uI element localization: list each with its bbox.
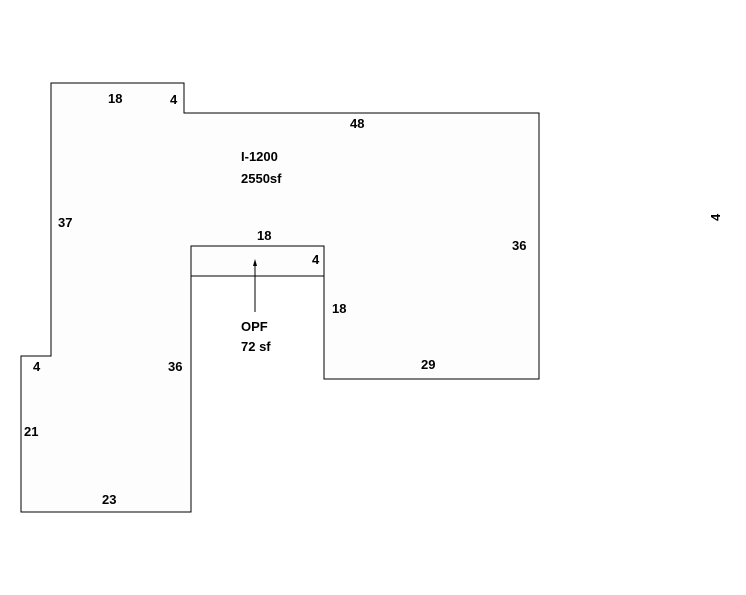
porch-area-size: 72 sf: [241, 339, 271, 354]
dim-left-step: 4: [33, 359, 41, 374]
main-area-code: I-1200: [241, 149, 278, 164]
dim-porch-depth: 4: [312, 252, 320, 267]
dim-porch-top: 18: [257, 228, 271, 243]
main-area-size: 2550sf: [241, 171, 282, 186]
dim-margin-marker: 4: [708, 213, 723, 221]
dim-inner-left: 36: [168, 359, 182, 374]
dim-left-upper: 37: [58, 215, 72, 230]
dim-top-step: 4: [170, 92, 178, 107]
dim-bottom-left: 23: [102, 492, 116, 507]
porch-code: OPF: [241, 319, 268, 334]
porch-arrow-head-icon: [253, 259, 257, 266]
dim-right-side: 36: [512, 238, 526, 253]
dim-top-right-width: 48: [350, 116, 364, 131]
dim-bottom-right: 29: [421, 357, 435, 372]
dim-left-lower: 21: [24, 424, 38, 439]
porch-outline: [190, 245, 325, 277]
dim-top-left-width: 18: [108, 91, 122, 106]
main-building-outline: [20, 82, 540, 513]
dim-inner-right: 18: [332, 301, 346, 316]
